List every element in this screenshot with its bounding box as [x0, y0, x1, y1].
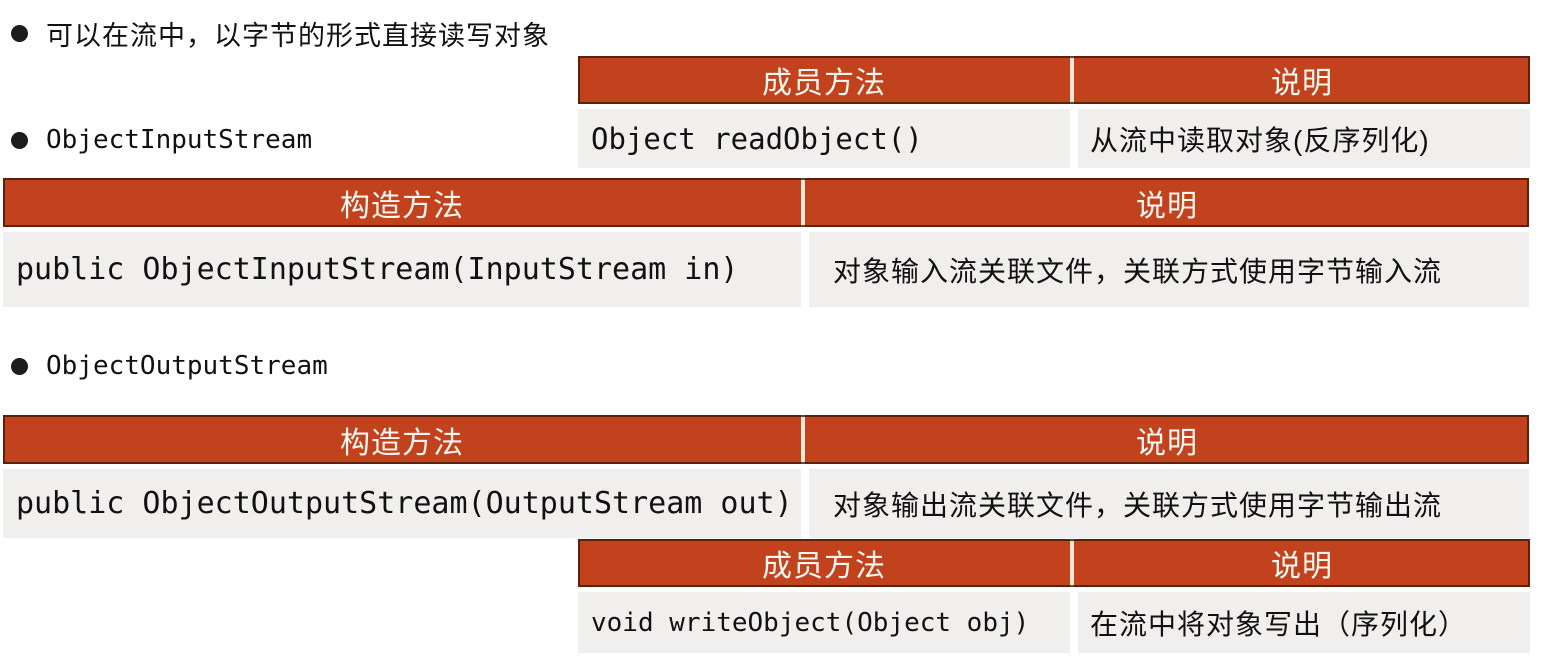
bullet-item-objectoutputstream: ObjectOutputStream	[11, 348, 328, 384]
constructor-description-cell: 对象输出流关联文件，关联方式使用字节输出流	[809, 469, 1529, 538]
objectinputstream-member-methods-table: 成员方法 说明 Object readObject() 从流中读取对象(反序列化…	[578, 56, 1530, 168]
objectinputstream-constructor-table: 构造方法 说明 public ObjectInputStream(InputSt…	[3, 178, 1529, 307]
constructor-description-cell: 对象输入流关联文件，关联方式使用字节输入流	[809, 232, 1529, 307]
member-method-header-cell: 成员方法	[578, 56, 1070, 104]
constructor-header-cell: 构造方法	[3, 415, 801, 464]
bullet-item-objectinputstream: ObjectInputStream	[11, 122, 312, 158]
method-description-cell: 从流中读取对象(反序列化)	[1078, 109, 1530, 168]
table-body-row: public ObjectInputStream(InputStream in)…	[3, 232, 1529, 307]
objectoutputstream-member-methods-table: 成员方法 说明 void writeObject(Object obj) 在流中…	[578, 539, 1530, 653]
bullet-text: ObjectInputStream	[46, 125, 313, 155]
table-header-row: 构造方法 说明	[3, 415, 1529, 464]
description-header-cell: 说明	[805, 178, 1529, 227]
objectoutputstream-constructor-table: 构造方法 说明 public ObjectOutputStream(Output…	[3, 415, 1529, 538]
method-signature-cell: Object readObject()	[578, 109, 1070, 168]
constructor-signature-cell: public ObjectInputStream(InputStream in)	[3, 232, 801, 307]
method-signature-cell: void writeObject(Object obj)	[578, 592, 1070, 653]
bullet-icon	[11, 357, 28, 375]
member-method-header-cell: 成员方法	[578, 539, 1070, 587]
bullet-text: ObjectOutputStream	[46, 351, 328, 381]
constructor-header-cell: 构造方法	[3, 178, 801, 227]
table-body-row: void writeObject(Object obj) 在流中将对象写出（序列…	[578, 592, 1530, 653]
description-header-cell: 说明	[1074, 56, 1530, 104]
description-header-cell: 说明	[805, 415, 1529, 464]
description-header-cell: 说明	[1074, 539, 1530, 587]
bullet-icon	[11, 131, 28, 149]
bullet-text: 可以在流中，以字节的形式直接读写对象	[46, 20, 550, 51]
table-header-row: 成员方法 说明	[578, 539, 1530, 587]
table-header-row: 构造方法 说明	[3, 178, 1529, 227]
bullet-icon	[11, 24, 28, 42]
bullet-item-intro: 可以在流中，以字节的形式直接读写对象	[11, 15, 550, 51]
table-body-row: public ObjectOutputStream(OutputStream o…	[3, 469, 1529, 538]
table-header-row: 成员方法 说明	[578, 56, 1530, 104]
table-body-row: Object readObject() 从流中读取对象(反序列化)	[578, 109, 1530, 168]
method-description-cell: 在流中将对象写出（序列化）	[1078, 592, 1530, 653]
constructor-signature-cell: public ObjectOutputStream(OutputStream o…	[3, 469, 801, 538]
